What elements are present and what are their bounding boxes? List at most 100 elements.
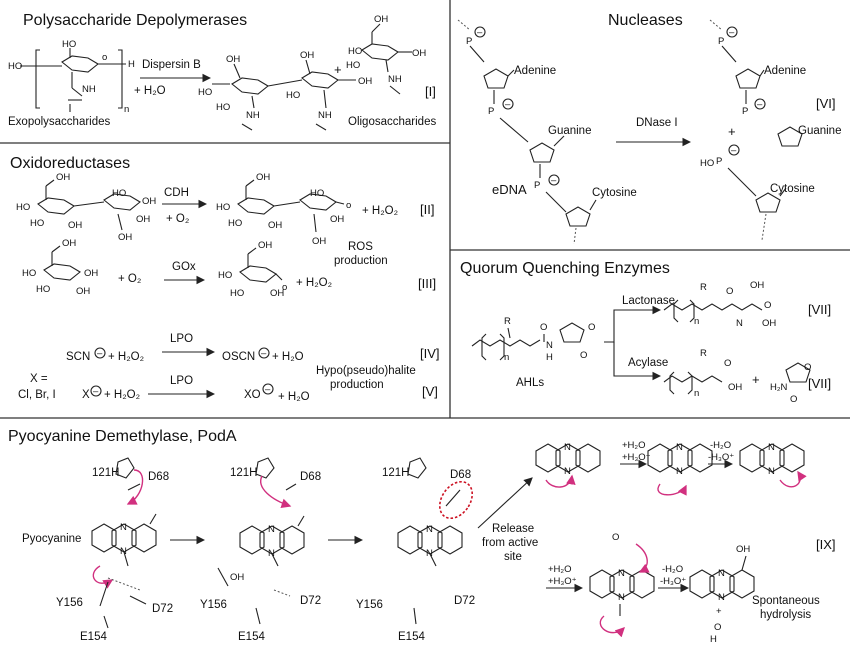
svg-text:–: – [731, 145, 737, 156]
svg-text:P: P [534, 180, 540, 191]
gox-h2o2-label: + H₂O₂ [296, 277, 332, 289]
svg-text:-H₃O⁺: -H₃O⁺ [660, 576, 686, 587]
svg-text:N: N [676, 442, 683, 453]
svg-text:OH: OH [136, 214, 150, 225]
svg-text:NH: NH [82, 84, 96, 95]
svg-text:HO: HO [346, 60, 360, 71]
reaction-label-vi: [VI] [816, 96, 836, 111]
svg-text:-H₂O: -H₂O [710, 440, 731, 451]
spontaneous-hydrolysis-label-2: hydrolysis [760, 609, 811, 621]
residue-h121-step2: 121H [230, 467, 258, 479]
release-arrow [477, 477, 533, 529]
exopolysaccharides-label: Exopolysaccharides [8, 116, 111, 128]
svg-text:HO: HO [228, 218, 242, 229]
cdh-h2o2-label: + H₂O₂ [362, 205, 398, 217]
ros-label: ROS [348, 241, 373, 253]
svg-text:O: O [724, 358, 731, 369]
svg-text:HO: HO [62, 39, 76, 50]
panel-borders [0, 0, 850, 419]
hydrolysis-intermediates-upper: N N +H₂O +H₃O⁺ N N -H₂O -H₃O⁺ N N [535, 440, 807, 496]
svg-text:n: n [694, 388, 699, 399]
svg-text:H₂N: H₂N [770, 382, 788, 393]
svg-text:HO: HO [16, 202, 30, 213]
svg-text:NH: NH [246, 110, 260, 121]
ahl-structure: n R O N H O O [471, 316, 595, 363]
svg-text:O: O [790, 394, 797, 405]
svg-text:HO: HO [30, 218, 44, 229]
svg-text:OH: OH [226, 54, 240, 65]
residue-y156-step2: Y156 [200, 599, 227, 611]
svg-text:N: N [718, 568, 725, 579]
svg-text:O: O [714, 622, 721, 633]
svg-text:R: R [504, 316, 511, 327]
polysaccharide-plus: + [334, 62, 342, 77]
svg-text:OH: OH [736, 544, 750, 555]
quorum-title: Quorum Quenching Enzymes [460, 260, 670, 277]
base-adenine: Adenine [514, 65, 556, 77]
svg-text:N: N [268, 548, 275, 559]
svg-text:OH: OH [750, 280, 764, 291]
oligosaccharides-label: Oligosaccharides [348, 116, 436, 128]
polysaccharide-water-label: + H₂O [134, 85, 166, 97]
nuclease-products-structure: P – Adenine P – + Guanine P – HO Cytosin… [700, 19, 841, 241]
svg-text:OH: OH [412, 48, 426, 59]
highlight-ellipse [438, 480, 474, 520]
gluconolactone-structure: OH HO HO OH o [218, 240, 287, 299]
reaction-label-v: [V] [422, 384, 438, 399]
svg-text:P: P [466, 36, 472, 47]
nucleases-plus: + [728, 124, 736, 139]
svg-text:OH: OH [762, 318, 776, 329]
svg-text:OH: OH [268, 220, 282, 231]
svg-text:OH: OH [258, 240, 272, 251]
scn-label: SCN [66, 351, 90, 363]
panel-oxidoreductases: Oxidoreductases OH HO HO OH HO OH OH OH … [10, 155, 440, 403]
svg-text:OH: OH [76, 286, 90, 297]
residue-d72-step2: D72 [300, 595, 321, 607]
cellobiose-structure: OH HO HO OH HO OH OH OH [16, 172, 156, 243]
panel-nucleases: Nucleases P – Adenine P – Guanine P – [457, 12, 841, 245]
residue-d68-step2: D68 [300, 471, 321, 483]
gox-oxygen-label: + O₂ [118, 273, 141, 285]
svg-text:P: P [488, 106, 494, 117]
svg-text:N: N [564, 442, 571, 453]
reaction-label-vii-acylase: [VII] [808, 376, 831, 391]
panel-quorum-quenching: Quorum Quenching Enzymes n R O N H O O A… [460, 260, 831, 405]
svg-text:o: o [282, 282, 287, 293]
hypohalite-label: Hypo(pseudo)halite [316, 365, 416, 377]
svg-text:-H₃O⁺: -H₃O⁺ [708, 452, 734, 463]
svg-text:OH: OH [118, 232, 132, 243]
residue-d68-step3: D68 [450, 469, 471, 481]
svg-text:O: O [540, 322, 547, 333]
svg-text:HO: HO [230, 288, 244, 299]
monosaccharide-product-structure: HO OH OH NH HO [346, 14, 426, 95]
acylase-plus: + [752, 372, 760, 387]
panel-poda: Pyocyanine Demethylase, PodA 121H D68 N … [8, 428, 836, 645]
residue-e154-step2: E154 [238, 631, 265, 643]
gox-label: GOx [172, 261, 196, 273]
residue-h121-step3: 121H [382, 467, 410, 479]
release-label-2: from active [482, 537, 538, 549]
svg-text:P: P [742, 106, 748, 117]
svg-text:N: N [564, 466, 571, 477]
xo-charge [262, 383, 274, 395]
svg-text:–: – [477, 27, 483, 38]
svg-text:N: N [676, 466, 683, 477]
svg-text:H: H [546, 352, 553, 363]
svg-text:OH: OH [56, 172, 70, 183]
glucose-structure: OH HO HO OH OH [22, 238, 98, 297]
svg-text:R: R [700, 348, 707, 359]
cdh-label: CDH [164, 187, 189, 199]
svg-text:HO: HO [348, 46, 362, 57]
reaction-label-ii: [II] [420, 202, 434, 217]
release-label-3: site [504, 551, 522, 563]
residue-e154-step3: E154 [398, 631, 425, 643]
svg-text:N: N [426, 524, 433, 535]
acylase-label: Acylase [628, 357, 668, 369]
oscn-h2o-label: + H₂O [272, 351, 304, 363]
svg-text:+H₂O: +H₂O [548, 564, 572, 575]
quorum-branch-upper [604, 309, 636, 343]
hydrolysis-intermediates-lower: +H₂O +H₃O⁺ N N O -H₂O -H₃O⁺ N N OH + O H [546, 532, 755, 645]
dnase-i-label: DNase I [636, 117, 678, 129]
svg-text:OH: OH [728, 382, 742, 393]
svg-text:HO: HO [216, 102, 230, 113]
